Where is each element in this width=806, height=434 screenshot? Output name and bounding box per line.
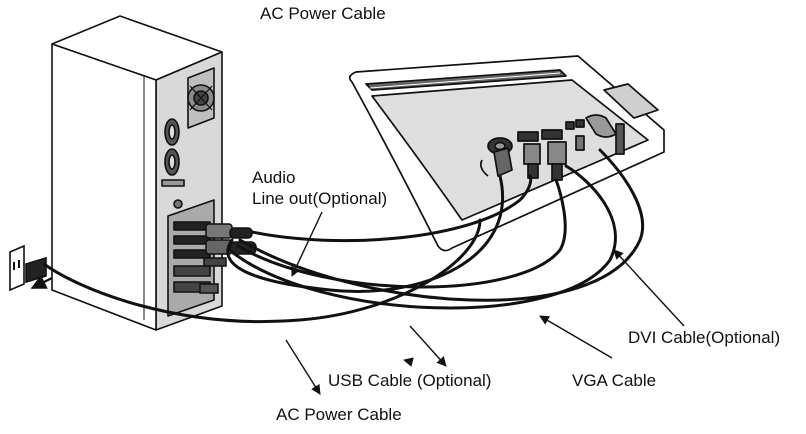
label-dvi: DVI Cable(Optional) — [628, 328, 780, 347]
outlet-insert-arrow — [30, 274, 53, 289]
usb-leader-line — [409, 325, 447, 367]
label-audio-line1: Audio — [252, 168, 295, 187]
fan-grille — [187, 67, 215, 129]
label-vga: VGA Cable — [572, 371, 656, 390]
label-ac-power-top: AC Power Cable — [260, 4, 386, 23]
dvi-leader — [613, 249, 685, 327]
drive-bays — [161, 118, 185, 209]
usb-leader — [403, 357, 414, 367]
monitor-stand — [603, 83, 659, 119]
ac-power-cable-monitor — [226, 174, 504, 293]
leader-arrows — [285, 211, 685, 395]
label-ac-power-bottom: AC Power Cable — [276, 405, 402, 424]
wall-outlet — [9, 244, 53, 292]
monitor-plugs — [480, 135, 585, 181]
vga-cable — [230, 164, 617, 310]
audio-leader — [291, 211, 323, 277]
cables — [42, 148, 645, 324]
pc-tower — [51, 15, 223, 331]
lcd-monitor — [348, 55, 665, 252]
dvi-cable — [238, 148, 645, 302]
label-audio-line2: Line out(Optional) — [252, 189, 387, 208]
vga-leader — [539, 315, 613, 359]
tower-side — [51, 43, 157, 331]
usb-cable — [236, 178, 567, 289]
ac-bottom-leader — [285, 339, 321, 395]
label-usb: USB Cable (Optional) — [328, 371, 491, 390]
ac-power-cable-pc — [42, 218, 482, 324]
